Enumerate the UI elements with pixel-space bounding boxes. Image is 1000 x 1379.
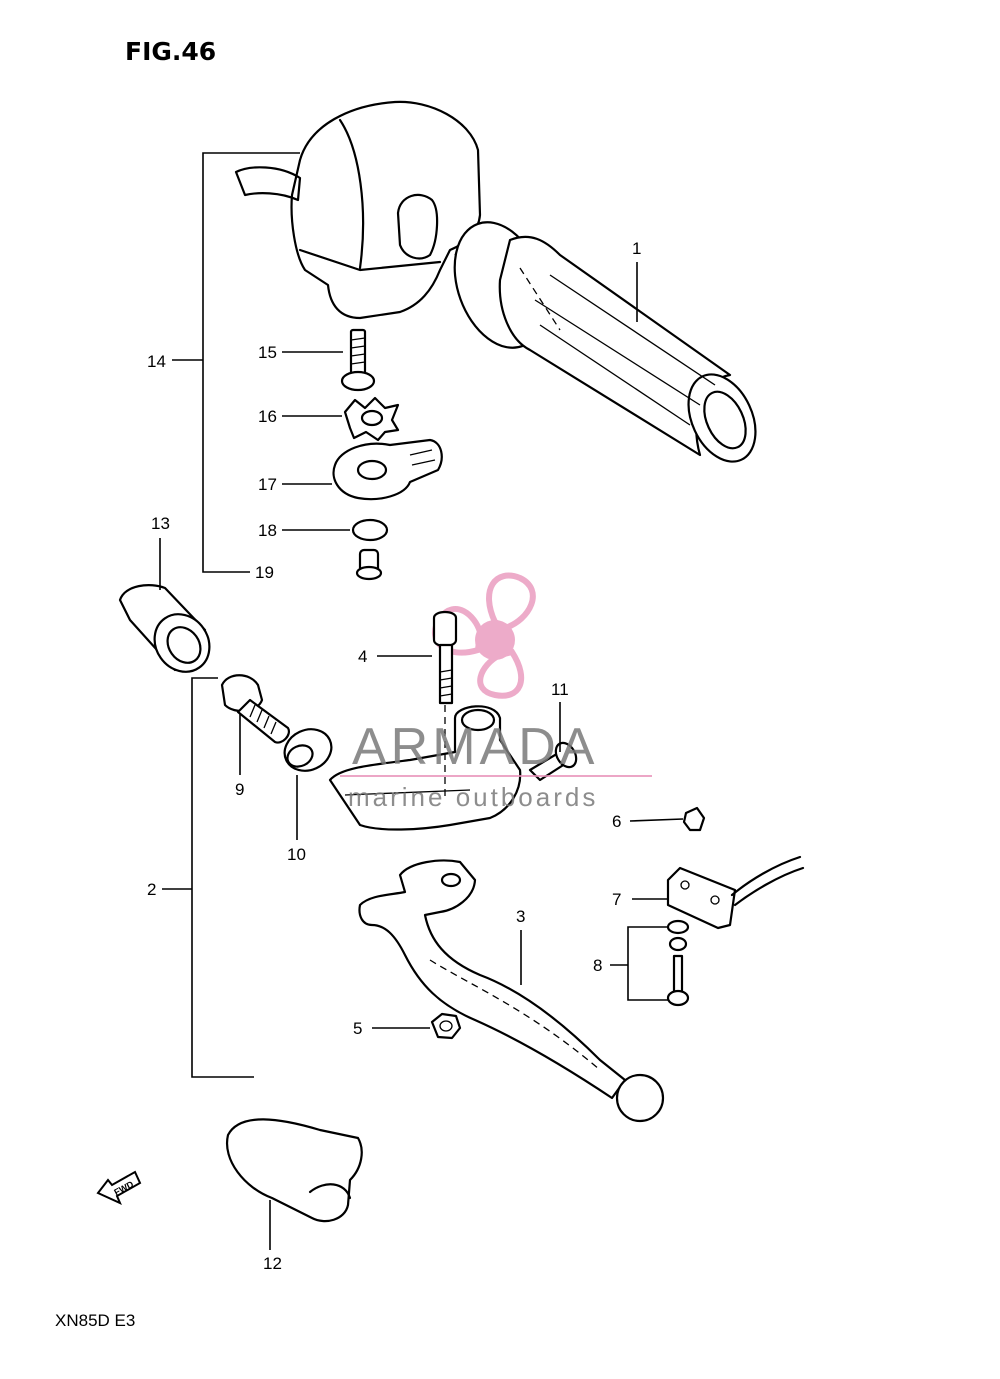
- callout-2: 2: [147, 880, 156, 899]
- part-17-adjuster: [332, 438, 443, 501]
- figure-code: XN85D E3: [55, 1311, 135, 1330]
- part-5-nut: [430, 1012, 462, 1040]
- part-2-lever-holder: [328, 705, 522, 831]
- leader-lines: [159, 262, 684, 1250]
- callout-1: 1: [632, 239, 641, 258]
- part-16-lock-washer: [343, 396, 400, 442]
- callout-11: 11: [551, 680, 569, 699]
- figure-title: FIG.46: [125, 37, 216, 66]
- callout-17: 17: [258, 475, 277, 494]
- bracket-8: [610, 926, 668, 1001]
- callout-5: 5: [353, 1019, 362, 1038]
- callout-8: 8: [593, 956, 602, 975]
- part-4-bolt: [432, 610, 458, 705]
- watermark-tagline: marine outboards: [348, 782, 598, 812]
- part-7-switch: [666, 855, 805, 930]
- callout-labels: 1 2 3 4 5 6 7 8 9 10 11 12 13 14 15 16 1…: [147, 239, 641, 1273]
- callout-7: 7: [612, 890, 621, 909]
- part-19-nut: [355, 548, 383, 581]
- part-14-throttle-housing: [234, 100, 482, 320]
- part-13-boot: [118, 584, 211, 673]
- bracket-14: [172, 152, 300, 573]
- watermark-brand: ARMADA: [352, 718, 598, 776]
- callout-6: 6: [612, 812, 621, 831]
- part-6-screw: [682, 806, 706, 832]
- callout-15: 15: [258, 343, 277, 362]
- part-1-grip: [453, 221, 757, 463]
- callout-19: 19: [255, 563, 274, 582]
- part-18-washer: [351, 518, 389, 542]
- part-10-nut: [283, 728, 333, 772]
- bracket-2: [162, 677, 254, 1078]
- fwd-arrow-icon: FWD: [96, 1170, 142, 1205]
- part-12-lever-cover: [225, 1118, 363, 1223]
- part-9-pivot-bolt: [220, 674, 290, 744]
- callout-14: 14: [147, 352, 166, 371]
- callout-13: 13: [151, 514, 170, 533]
- callout-9: 9: [235, 780, 244, 799]
- part-15-screw: [340, 328, 376, 392]
- callout-16: 16: [258, 407, 277, 426]
- part-8-screw-set: [666, 919, 690, 1007]
- callout-12: 12: [263, 1254, 282, 1273]
- callout-18: 18: [258, 521, 277, 540]
- callout-10: 10: [287, 845, 306, 864]
- callout-3: 3: [516, 907, 525, 926]
- part-3-lever: [358, 859, 665, 1123]
- callout-4: 4: [358, 647, 367, 666]
